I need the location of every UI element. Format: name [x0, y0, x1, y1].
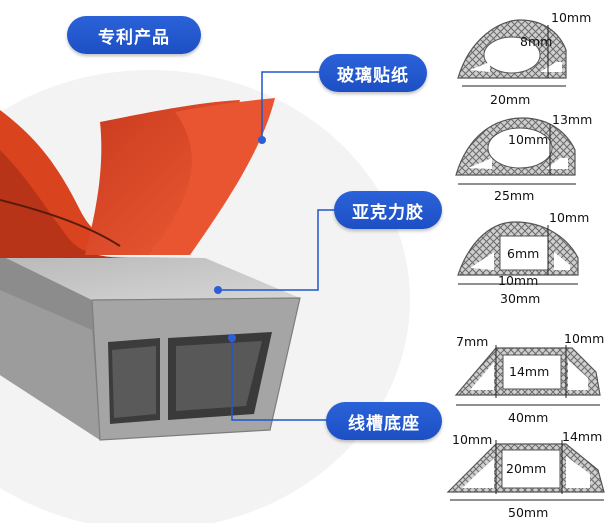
glass-sticker-film: [0, 98, 275, 258]
dim-width: 30mm: [500, 291, 540, 306]
dim-inner: 14mm: [509, 364, 549, 379]
dim-top-left: 7mm: [456, 334, 488, 349]
dim-width: 25mm: [494, 188, 534, 203]
callout-glass-sticker: 玻璃贴纸: [319, 54, 427, 92]
profile-30mm: 6mm 10mm 10mm 30mm: [457, 210, 589, 306]
dim-inner: 20mm: [506, 461, 546, 476]
dim-inner: 6mm: [507, 246, 539, 261]
dim-top-right: 10mm: [564, 331, 604, 346]
callout-groove-base: 线槽底座: [326, 402, 442, 440]
dim-inner-bottom: 10mm: [498, 273, 538, 288]
dim-width: 20mm: [490, 92, 530, 107]
dim-top-right: 10mm: [549, 210, 589, 225]
callout-leader-acrylic: [214, 209, 336, 294]
callout-leader-glass: [258, 71, 320, 144]
dim-top-left: 10mm: [452, 432, 492, 447]
callout-acrylic-tape: 亚克力胶: [334, 191, 442, 229]
dim-top-right: 14mm: [562, 429, 602, 444]
profile-25mm: 10mm 13mm 25mm: [455, 112, 592, 203]
profile-20mm: 8mm 10mm 20mm: [457, 10, 591, 107]
dim-top-right: 13mm: [552, 112, 592, 127]
dim-width: 40mm: [508, 410, 548, 425]
dim-inner: 10mm: [508, 132, 548, 147]
title-badge: 专利产品: [67, 16, 201, 54]
callout-leader-base: [228, 334, 330, 421]
cable-channel-illustration: [0, 255, 301, 441]
dim-width: 50mm: [508, 505, 548, 520]
profile-40mm: 14mm 7mm 10mm 40mm: [454, 331, 604, 425]
profile-50mm: 20mm 10mm 14mm 50mm: [446, 429, 605, 520]
dim-inner: 8mm: [520, 34, 552, 49]
dim-top-right: 10mm: [551, 10, 591, 25]
